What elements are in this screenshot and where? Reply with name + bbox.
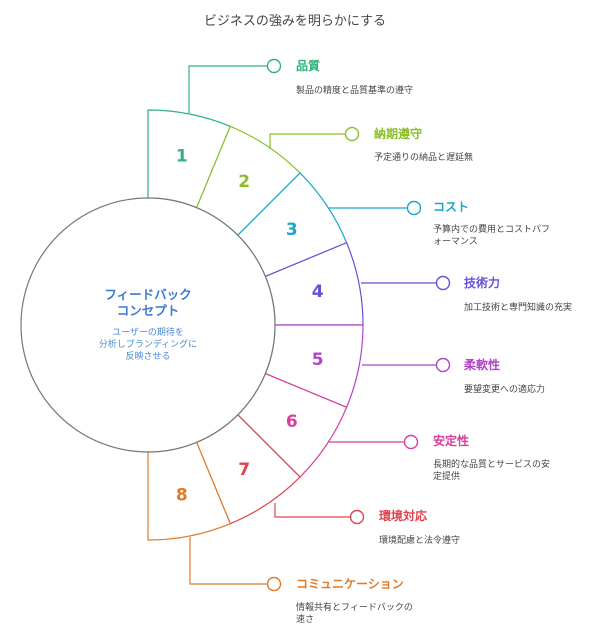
connector-dot bbox=[266, 58, 282, 74]
segment-number: 6 bbox=[286, 412, 298, 432]
segments-layer: 1 2 3 4 5 6 7 8 bbox=[147, 109, 364, 541]
labels-layer: 品質製品の精度と品質基準の遵守納期遵守予定通りの納品と遅延無コスト予算内での費用… bbox=[296, 58, 572, 625]
label-title: 安定性 bbox=[433, 433, 469, 448]
label-description: 加工技術と専門知識の充実 bbox=[464, 301, 572, 313]
label-title: 納期遵守 bbox=[374, 126, 422, 141]
label-description: 予定通りの納品と遅延無 bbox=[374, 151, 473, 163]
connector-dot bbox=[435, 357, 451, 373]
label-description: 要望変更への適応力 bbox=[464, 383, 545, 395]
center-circle bbox=[20, 197, 276, 453]
segment-number: 5 bbox=[312, 350, 324, 370]
segment-number: 2 bbox=[238, 172, 250, 192]
label-description: 長期的な品質とサービスの安 bbox=[433, 458, 550, 470]
center-title: フィードバック bbox=[104, 287, 191, 302]
label-title: コスト bbox=[433, 200, 469, 214]
label-title: コミュニケーション bbox=[296, 577, 404, 591]
connector-line bbox=[188, 65, 268, 113]
connector-line bbox=[189, 537, 268, 585]
label-title: 技術力 bbox=[464, 275, 500, 290]
center-subtitle: 分析しブランディングに bbox=[99, 338, 197, 350]
label-title: 柔軟性 bbox=[463, 357, 500, 372]
label-title: 環境対応 bbox=[379, 508, 427, 523]
connector-dot bbox=[403, 434, 419, 450]
label-description: 定提供 bbox=[433, 470, 460, 482]
connector-line bbox=[274, 503, 351, 518]
label-title: 品質 bbox=[296, 58, 320, 73]
diagram-title: ビジネスの強みを明らかにする bbox=[203, 14, 387, 29]
label-description: ォーマンス bbox=[433, 237, 478, 247]
label-description: 製品の精度と品質基準の遵守 bbox=[296, 84, 413, 96]
segment-number: 1 bbox=[176, 146, 188, 166]
segment-number: 4 bbox=[312, 282, 324, 302]
center-subtitle: 反映させる bbox=[125, 350, 170, 362]
connector-line bbox=[269, 133, 346, 149]
label-description: 情報共有とフィードバックの bbox=[296, 601, 413, 613]
segment-number: 8 bbox=[176, 486, 188, 506]
label-description: 予算内での費用とコストパフ bbox=[433, 223, 550, 235]
label-description: 環境配慮と法令遵守 bbox=[379, 534, 460, 546]
connector-dot bbox=[344, 126, 360, 142]
center-title: コンセプト bbox=[117, 303, 180, 318]
center-subtitle: ユーザーの期待を bbox=[112, 326, 184, 338]
segment-number: 3 bbox=[286, 220, 298, 240]
connector-dot bbox=[406, 200, 422, 216]
connector-dot bbox=[266, 576, 282, 592]
label-description: 速さ bbox=[296, 614, 314, 625]
connectors-layer bbox=[188, 58, 451, 592]
connector-dot bbox=[435, 275, 451, 291]
segment-number: 7 bbox=[238, 460, 250, 480]
connector-dot bbox=[349, 509, 365, 525]
